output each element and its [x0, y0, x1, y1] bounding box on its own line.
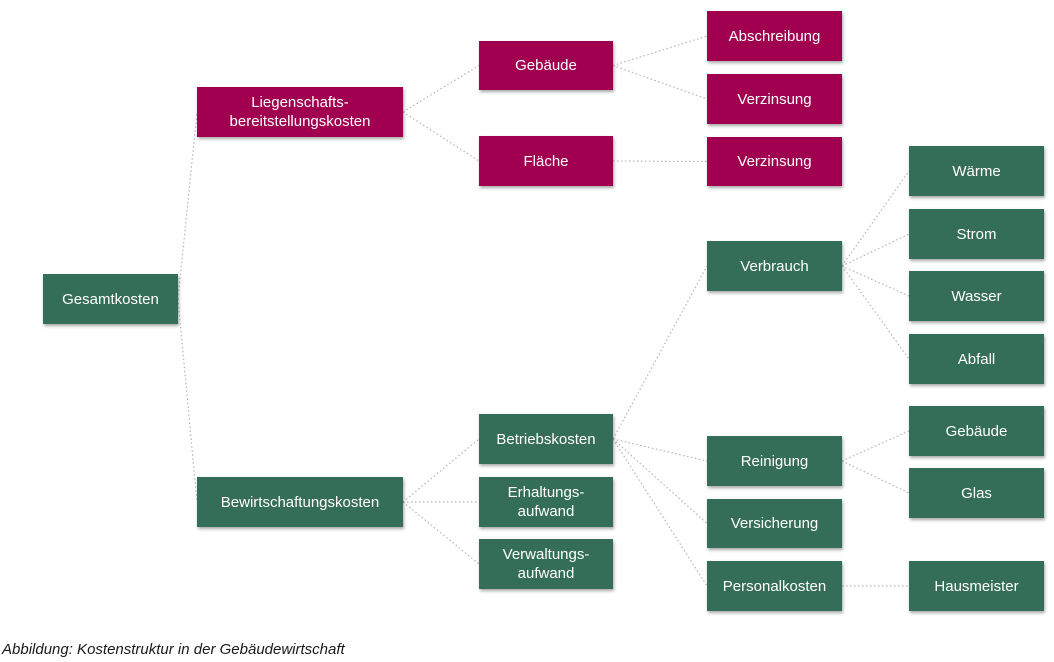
node-wasser: Wasser [909, 271, 1044, 321]
edge-reinigung-gebaeude_green [841, 430, 910, 462]
edge-betriebskosten-reinigung [612, 438, 708, 462]
edge-liegenschaft-flaeche [402, 111, 480, 162]
edge-liegenschaft-gebaeude_red [402, 64, 480, 113]
node-verwaltungsaufwand: Verwaltungs- aufwand [479, 539, 613, 589]
edge-gebaeude_red-abschreibung [612, 35, 708, 67]
node-personalkosten: Personalkosten [707, 561, 842, 611]
node-strom: Strom [909, 209, 1044, 259]
edge-verbrauch-wasser [841, 265, 910, 297]
node-reinigung: Reinigung [707, 436, 842, 486]
node-abschreibung: Abschreibung [707, 11, 842, 61]
node-betriebskosten: Betriebskosten [479, 414, 613, 464]
node-erhaltungsaufwand: Erhaltungs- aufwand [479, 477, 613, 527]
node-verzinsung-flaeche: Verzinsung [707, 137, 842, 186]
edge-verbrauch-strom [841, 233, 910, 267]
node-hausmeister: Hausmeister [909, 561, 1044, 611]
node-verzinsung-gebaeude: Verzinsung [707, 74, 842, 124]
edge-verbrauch-waerme [841, 170, 910, 267]
node-versicherung: Versicherung [707, 499, 842, 548]
edge-gesamtkosten-liegenschaft [177, 111, 198, 300]
edge-flaeche-verzinsung_2 [612, 160, 708, 163]
edge-betriebskosten-versicherung [612, 438, 708, 524]
node-gesamtkosten: Gesamtkosten [43, 274, 178, 324]
node-glas: Glas [909, 468, 1044, 518]
edge-reinigung-glas [841, 460, 910, 494]
node-waerme: Wärme [909, 146, 1044, 196]
edge-gebaeude_red-verzinsung_1 [612, 64, 708, 100]
node-gebaeude-reinigung: Gebäude [909, 406, 1044, 456]
node-verbrauch: Verbrauch [707, 241, 842, 291]
node-abfall: Abfall [909, 334, 1044, 384]
figure-caption: Abbildung: Kostenstruktur in der Gebäude… [2, 641, 345, 658]
node-gebaeude-liegenschaft: Gebäude [479, 41, 613, 90]
edge-bewirtschaftung-betriebskosten [402, 438, 480, 503]
node-bewirtschaftungskosten: Bewirtschaftungskosten [197, 477, 403, 527]
edge-bewirtschaftung-verwaltung [402, 501, 480, 565]
node-liegenschaftsbereitstellungskosten: Liegenschafts- bereitstellungskosten [197, 87, 403, 137]
edge-gesamtkosten-bewirtschaftung [177, 298, 198, 503]
edge-betriebskosten-personalkosten [612, 438, 708, 587]
node-flaeche: Fläche [479, 136, 613, 186]
edge-verbrauch-abfall [841, 265, 910, 360]
edge-betriebskosten-verbrauch [612, 265, 708, 440]
